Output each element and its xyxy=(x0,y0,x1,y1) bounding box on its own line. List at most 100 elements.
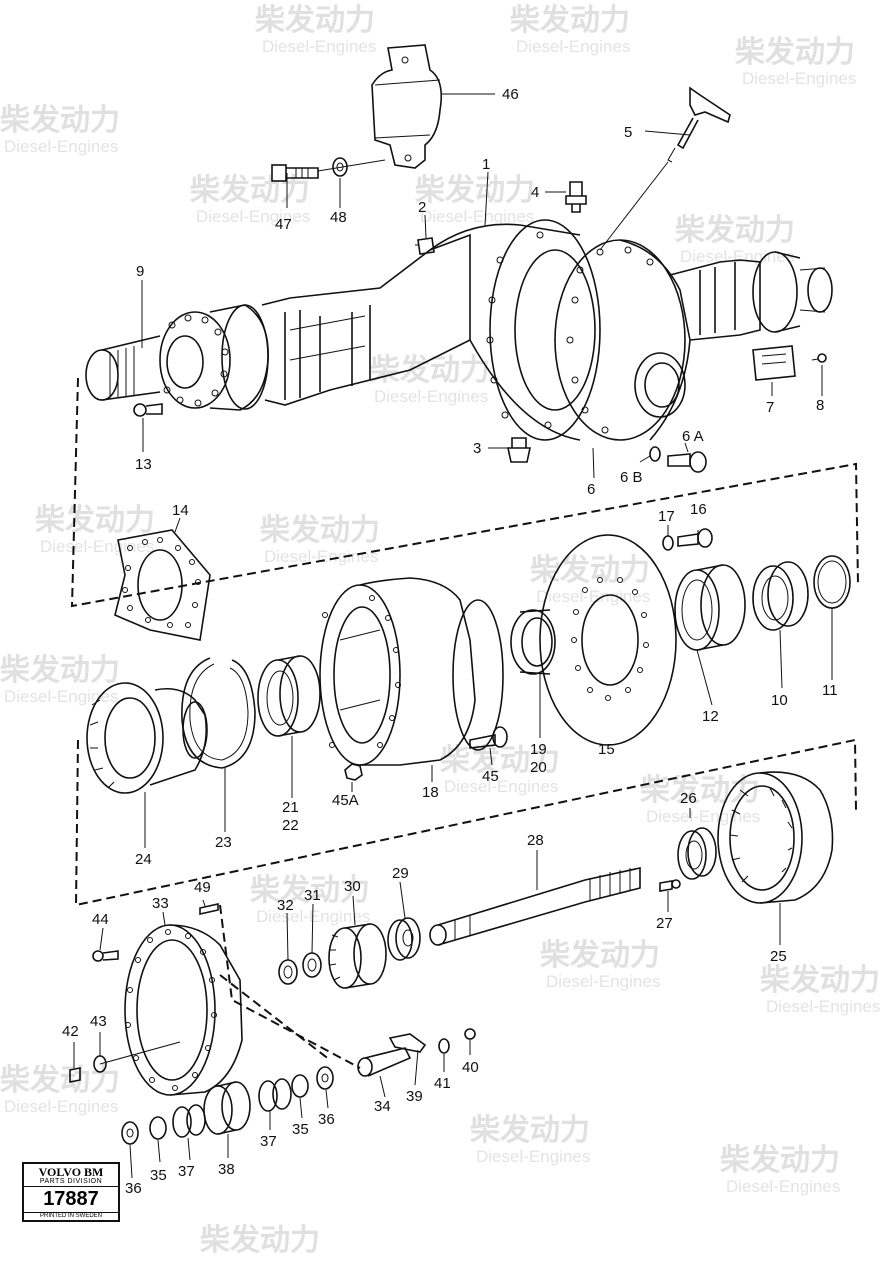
badge-division: PARTS DIVISION xyxy=(39,1178,103,1185)
planet-gear-38 xyxy=(203,1081,251,1135)
ring-gear-25 xyxy=(717,771,834,904)
drive-shaft-28 xyxy=(429,867,641,946)
label-6b: 6 B xyxy=(620,469,643,486)
disc-bolt-holes xyxy=(571,577,649,701)
gasket-14 xyxy=(114,529,211,641)
svg-text:柴发动力: 柴发动力 xyxy=(735,36,855,69)
label-28: 28 xyxy=(527,832,544,849)
badge-brand: VOLVO BM xyxy=(38,1165,104,1179)
svg-text:柴发动力: 柴发动力 xyxy=(440,744,560,777)
watermark: 柴发动力 Diesel-Engines xyxy=(675,214,795,266)
label-19: 19 xyxy=(530,741,547,758)
label-49: 49 xyxy=(194,879,211,896)
watermark: 柴发动力 Diesel-Engines xyxy=(0,104,120,156)
svg-text:柴发动力: 柴发动力 xyxy=(370,354,490,387)
badge-number: 17887 xyxy=(24,1186,118,1211)
svg-text:Diesel-Engines: Diesel-Engines xyxy=(476,1147,590,1166)
label-16: 16 xyxy=(690,501,707,518)
svg-text:柴发动力: 柴发动力 xyxy=(720,1144,840,1177)
label-12: 12 xyxy=(702,708,719,725)
svg-text:柴发动力: 柴发动力 xyxy=(0,654,120,687)
label-32: 32 xyxy=(277,897,294,914)
snap-ring-23 xyxy=(181,657,256,769)
label-46: 46 xyxy=(502,86,519,103)
svg-text:柴发动力: 柴发动力 xyxy=(415,174,535,207)
bearing-cup-12 xyxy=(674,564,746,651)
washer-32 xyxy=(278,959,298,985)
label-24: 24 xyxy=(135,851,152,868)
svg-text:Diesel-Engines: Diesel-Engines xyxy=(444,777,558,796)
label-37-left: 37 xyxy=(178,1163,195,1180)
label-9: 9 xyxy=(136,263,144,280)
watermark: 柴发动力 Diesel-Engines xyxy=(510,4,630,56)
svg-text:Diesel-Engines: Diesel-Engines xyxy=(262,37,376,56)
svg-text:Diesel-Engines: Diesel-Engines xyxy=(4,137,118,156)
svg-text:柴发动力: 柴发动力 xyxy=(250,874,370,907)
bolt-47 xyxy=(271,164,319,182)
label-6: 6 xyxy=(587,481,595,498)
svg-text:Diesel-Engines: Diesel-Engines xyxy=(680,247,794,266)
svg-text:Diesel-Engines: Diesel-Engines xyxy=(196,207,310,226)
label-41: 41 xyxy=(434,1075,451,1092)
watermark: 柴发动力 Diesel-Engines xyxy=(530,554,650,606)
watermark: 柴发动力 Diesel-Engines xyxy=(250,874,370,926)
watermark-layer: 柴发动力 Diesel-Engines 柴发动力 Diesel-Engines … xyxy=(0,4,880,1257)
label-23: 23 xyxy=(215,834,232,851)
label-43: 43 xyxy=(90,1013,107,1030)
bearing-21 xyxy=(257,655,321,737)
dashed-frame-lower xyxy=(219,904,361,1069)
label-29: 29 xyxy=(392,865,409,882)
label-38: 38 xyxy=(218,1161,235,1178)
label-33: 33 xyxy=(152,895,169,912)
label-39: 39 xyxy=(406,1088,423,1105)
label-35-left: 35 xyxy=(150,1167,167,1184)
flange-bolt-holes xyxy=(163,314,229,407)
volvo-parts-badge: VOLVO BM PARTS DIVISION 17887 PRINTED IN… xyxy=(22,1162,120,1222)
bolt-42 xyxy=(69,1067,81,1083)
watermark: 柴发动力 Diesel-Engines xyxy=(255,4,376,56)
label-7: 7 xyxy=(766,399,774,416)
bracket-46 xyxy=(371,44,443,169)
leader-lines xyxy=(73,93,833,1179)
bolt-45 xyxy=(469,726,508,749)
label-44: 44 xyxy=(92,911,109,928)
label-40: 40 xyxy=(462,1059,479,1076)
svg-text:Diesel-Engines: Diesel-Engines xyxy=(546,972,660,991)
washer-17 xyxy=(662,535,674,551)
cover-33 xyxy=(124,924,243,1096)
label-27: 27 xyxy=(656,915,673,932)
washer-6b xyxy=(649,446,661,462)
label-3: 3 xyxy=(473,440,481,457)
screw-27 xyxy=(659,879,681,892)
svg-text:柴发动力: 柴发动力 xyxy=(0,104,120,137)
watermark: 柴发动力 Diesel-Engines xyxy=(35,504,155,556)
svg-text:Diesel-Engines: Diesel-Engines xyxy=(40,537,154,556)
label-48: 48 xyxy=(330,209,347,226)
label-13: 13 xyxy=(135,456,152,473)
bolt-16 xyxy=(677,528,713,548)
watermark: 柴发动力 Diesel-Engines xyxy=(440,744,560,796)
watermark: 柴发动力 Diesel-Engines xyxy=(260,514,380,566)
brake-disc-15 xyxy=(539,534,677,746)
svg-text:柴发动力: 柴发动力 xyxy=(190,174,310,207)
washer-36 xyxy=(121,1066,334,1145)
label-5: 5 xyxy=(624,124,632,141)
watermark: 柴发动力 xyxy=(200,1224,320,1257)
label-21: 21 xyxy=(282,799,299,816)
label-35-right: 35 xyxy=(292,1121,309,1138)
needle-bearing-37 xyxy=(172,1078,292,1138)
gasket-holes xyxy=(122,537,201,628)
plug-3 xyxy=(507,437,531,463)
planet-carrier-24 xyxy=(86,682,208,794)
label-8: 8 xyxy=(816,397,824,414)
label-42: 42 xyxy=(62,1023,79,1040)
svg-text:柴发动力: 柴发动力 xyxy=(760,964,880,997)
label-47: 47 xyxy=(275,216,292,233)
nut-45a xyxy=(344,763,363,781)
label-6a: 6 A xyxy=(682,428,704,445)
watermark: 柴发动力 Diesel-Engines xyxy=(0,1064,120,1116)
seal-19 xyxy=(510,609,556,675)
breather-4 xyxy=(565,181,587,213)
watermark: 柴发动力 Diesel-Engines xyxy=(470,1114,590,1166)
